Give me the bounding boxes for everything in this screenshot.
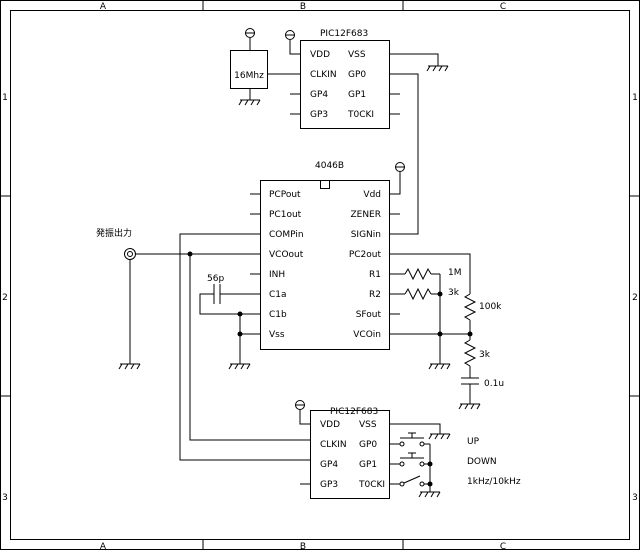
pic-bottom-pin-t0cki: T0CKI (358, 480, 385, 490)
pic-top-pin-t0cki: T0CKI (347, 110, 374, 120)
c1-label: 56p (207, 274, 224, 284)
pic-top-pin-gp1: GP1 (348, 90, 366, 100)
col-label-a-top: A (100, 2, 107, 12)
pll-vss-ground (228, 314, 260, 370)
pic-bottom-title: PIC12F683 (330, 407, 378, 417)
pll-pin-inh: INH (269, 270, 285, 280)
row-label-1-right: 1 (632, 93, 638, 103)
pll-title: 4046B (315, 161, 344, 171)
crystal-label: 16Mhz (234, 71, 264, 81)
pll-pin-c1a: C1a (269, 290, 287, 300)
toggle-switch-range-icon (403, 475, 421, 484)
ground-icon-switches (418, 491, 441, 498)
pic-top-pin-vdd: VDD (310, 50, 330, 60)
ground-icon-bottom-vss (428, 433, 451, 440)
ground-icon-r1r2 (428, 363, 451, 370)
pll-pin-pc2out: PC2out (349, 250, 382, 260)
switch-label-range: 1kHz/10kHz (467, 477, 521, 487)
pll-notch (320, 180, 330, 189)
pll-body (260, 180, 390, 350)
switches: UP DOWN 1kHz/10kHz (390, 432, 521, 498)
c2-label: 0.1u (484, 379, 504, 389)
pic-bottom-pin-gp1: GP1 (359, 460, 377, 470)
switch-label-down: DOWN (467, 457, 497, 467)
pll-pin-zener: ZENER (350, 210, 381, 220)
pic-bottom-pin-gp0: GP0 (359, 440, 377, 450)
pic-top-pin-gp4: GP4 (310, 90, 328, 100)
pic-bottom-pin-clkin: CLKIN (320, 440, 347, 450)
compin-to-gp4-wire (179, 233, 300, 461)
r1-label: 1M (448, 268, 462, 278)
pll-pin-r2: R2 (369, 290, 381, 300)
resistor-r1-icon (404, 267, 432, 281)
pll-pin-pcpout: PCPout (269, 190, 301, 200)
pic-bottom-pin-gp4: GP4 (320, 460, 338, 470)
vcoout-to-clkin-wire (189, 254, 300, 441)
row-label-2-left: 2 (2, 293, 8, 303)
col-label-b-top: B (300, 2, 306, 12)
resistors-r1-r2: 1M 3k (390, 267, 462, 370)
pic-top: PIC12F683 VDD CLKIN GP4 GP3 VSS GP0 GP1 … (285, 29, 449, 235)
crystal-oscillator: 16Mhz (230, 28, 300, 106)
pll-pin-compin: COMPin (269, 230, 304, 240)
output-section: 発振出力 (96, 227, 300, 461)
ground-icon-filter (458, 403, 481, 410)
row-label-1-left: 1 (2, 93, 8, 103)
pic-top-pin-gp0: GP0 (348, 70, 366, 80)
pic-top-pin-vss: VSS (348, 50, 366, 60)
pic-bottom: PIC12F683 VDD CLKIN GP4 GP3 VSS GP0 GP1 … (295, 400, 451, 499)
r2-label: 3k (448, 288, 460, 298)
pll-pin-pc1out: PC1out (269, 210, 302, 220)
pic-bottom-body (310, 410, 390, 499)
col-label-c-top: C (500, 2, 506, 12)
pll-pin-c1b: C1b (269, 310, 287, 320)
pic-top-pin-clkin: CLKIN (310, 70, 337, 80)
pll-pin-sfout: SFout (356, 310, 382, 320)
resistor-100k-icon (463, 293, 477, 321)
pll-pin-vdd: Vdd (363, 190, 381, 200)
loop-filter: 100k 3k 0.1u (390, 253, 504, 410)
pll-pin-vss: Vss (269, 330, 285, 340)
pic-top-title: PIC12F683 (320, 29, 368, 39)
pic-top-body (300, 40, 390, 129)
inner-border (10, 10, 630, 540)
ground-icon-crystal (238, 99, 261, 106)
r4-label: 3k (479, 350, 491, 360)
ground-icon-output (118, 363, 141, 370)
output-terminal-icon (124, 248, 136, 260)
pic-top-pin-gp3: GP3 (310, 110, 328, 120)
pll-pin-signin: SIGNin (351, 230, 381, 240)
pll-pin-vcoout: VCOout (269, 250, 304, 260)
col-label-a-bottom: A (100, 542, 107, 550)
capacitor-56p: 56p (199, 274, 260, 317)
ground-icon-pll (228, 363, 251, 370)
ground-icon-top-vss (426, 65, 449, 72)
pic-bottom-pin-vss: VSS (359, 420, 377, 430)
resistor-3k-icon (463, 339, 477, 367)
col-label-c-bottom: C (500, 542, 506, 550)
gp0-to-signin-wire (390, 73, 419, 235)
r3-label: 100k (479, 302, 502, 312)
pll-pin-vcoin: VCOin (353, 330, 381, 340)
output-label: 発振出力 (96, 227, 132, 239)
pic-bottom-pin-gp3: GP3 (320, 480, 338, 490)
pic-bottom-pin-vdd: VDD (320, 420, 340, 430)
resistor-r2-icon (404, 287, 432, 301)
row-label-3-right: 3 (632, 493, 638, 503)
pll-pin-r1: R1 (369, 270, 381, 280)
pll-4046b: 4046B PCPout PC1out COMPin VCOout INH C1… (250, 161, 410, 350)
crystal-box (230, 50, 268, 89)
switch-label-up: UP (467, 437, 480, 447)
col-label-b-bottom: B (300, 542, 306, 550)
row-label-3-left: 3 (2, 493, 8, 503)
row-label-2-right: 2 (632, 293, 638, 303)
